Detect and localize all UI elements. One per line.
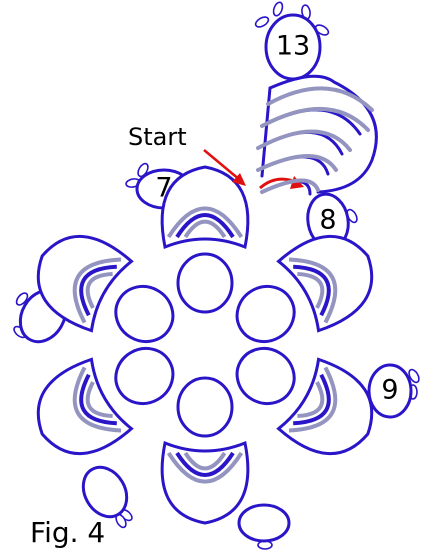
ring-9-picot-1 bbox=[408, 368, 420, 384]
ring-left-picot-0 bbox=[15, 292, 29, 306]
petal-right-bottom-chain-2 bbox=[297, 381, 325, 418]
ring-13-picot-1 bbox=[272, 1, 284, 17]
petal-right-bottom-chain-1 bbox=[293, 373, 331, 426]
figure-label: Fig. 4 bbox=[30, 516, 105, 549]
ring-13-picot-3 bbox=[314, 24, 330, 36]
ring-bottom bbox=[237, 503, 291, 543]
top-inner-chain-0 bbox=[260, 178, 320, 194]
ring-label-8: 8 bbox=[319, 205, 336, 236]
petal-left-bottom-ring bbox=[114, 346, 175, 406]
petal-top-ring bbox=[176, 252, 234, 314]
inner-chains-group bbox=[72, 86, 374, 484]
ring-9 bbox=[367, 363, 413, 419]
petal-top-chain-1 bbox=[175, 213, 235, 239]
top-outer-chain-0 bbox=[268, 74, 336, 90]
petal-bottom-chain-0 bbox=[166, 451, 244, 484]
petal-right-bottom-chain-0 bbox=[288, 366, 338, 433]
petal-right-bottom-ring bbox=[235, 346, 296, 406]
top-inner-chain-2 bbox=[256, 129, 352, 152]
petal-bottom-chain-2 bbox=[183, 451, 227, 471]
petal-left-bottom-chain-1 bbox=[79, 373, 117, 426]
top-inner-chain-4 bbox=[266, 86, 374, 112]
petal-right-top-chain-2 bbox=[297, 272, 325, 309]
ring-bottom-left bbox=[81, 465, 129, 519]
start-pointer-arrowhead bbox=[232, 173, 246, 186]
start-label: Start bbox=[128, 123, 187, 151]
petal-left-top-ring bbox=[114, 284, 175, 344]
petal-bottom-ring bbox=[176, 376, 234, 438]
petal-left-top-chain-1 bbox=[79, 264, 117, 317]
petal-left-bottom-chain-0 bbox=[72, 366, 122, 433]
petal-left-top-chain-2 bbox=[85, 272, 113, 309]
petal-left-top-chain-0 bbox=[72, 257, 122, 324]
ring-13-picot-0 bbox=[254, 16, 270, 28]
ring-label-9: 9 bbox=[381, 375, 398, 406]
ring-label-7: 7 bbox=[155, 173, 172, 204]
top-inner-chain-3 bbox=[260, 107, 370, 132]
petal-right-top-chain-1 bbox=[293, 264, 331, 317]
petal-top-chain-2 bbox=[183, 219, 227, 239]
start-pointer-arrow bbox=[203, 149, 241, 181]
petal-left-bottom-chain-2 bbox=[85, 381, 113, 418]
top-inner-chain-1 bbox=[256, 154, 338, 172]
top-left-edge bbox=[260, 86, 272, 178]
petal-right-top-chain-0 bbox=[288, 257, 338, 324]
petal-bottom-chain-1 bbox=[175, 451, 235, 477]
petal-right-top-ring bbox=[235, 284, 296, 344]
ring-label-13: 13 bbox=[276, 31, 310, 62]
petal-top-chain-0 bbox=[166, 206, 244, 239]
ring-7-picot-1 bbox=[137, 162, 149, 178]
